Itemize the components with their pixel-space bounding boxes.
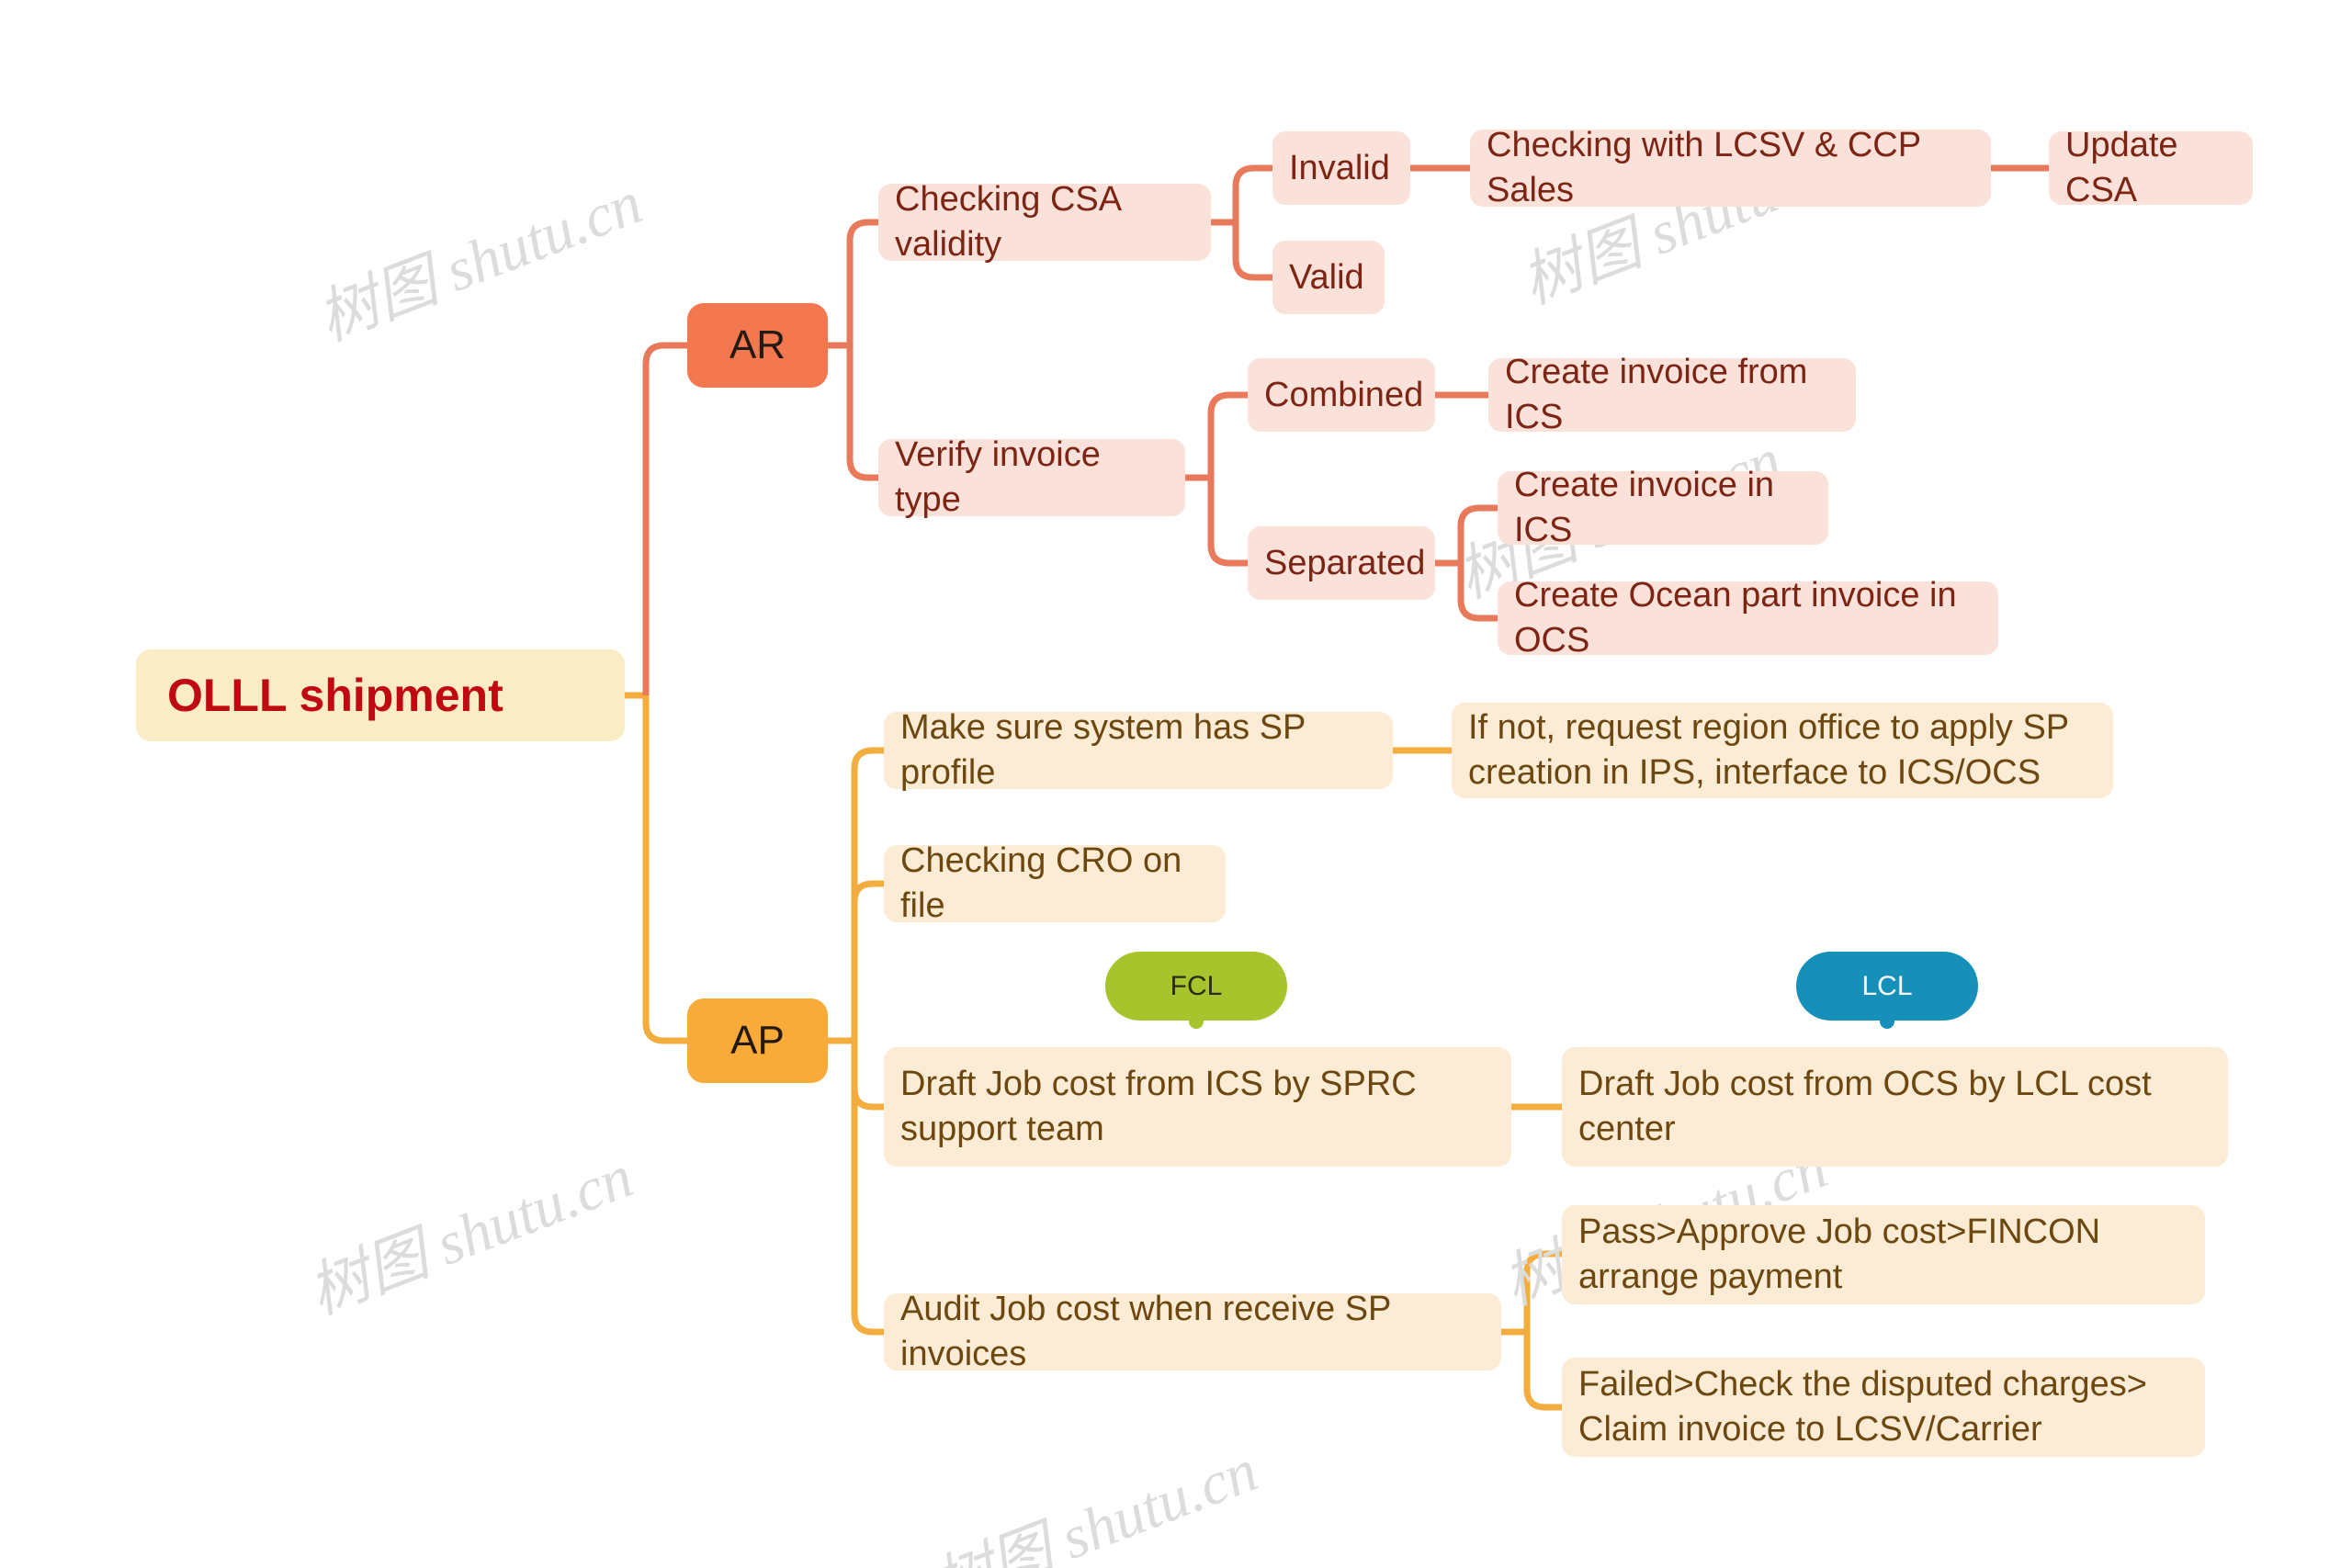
node-branch-ap[interactable]: AP <box>687 998 828 1083</box>
badge-tail-icon <box>1189 1016 1204 1029</box>
node-draft-job-cost-ocs-lcl[interactable]: Draft Job cost from OCS by LCL cost cent… <box>1562 1047 2228 1167</box>
node-root[interactable]: OLLL shipment <box>136 649 625 741</box>
node-label: Create invoice in ICS <box>1514 466 1775 549</box>
node-checking-cro-on-file[interactable]: Checking CRO on file <box>884 841 1226 925</box>
node-label: Verify invoice type <box>895 435 1101 519</box>
node-label: Separated <box>1264 543 1426 582</box>
node-branch-ap-label: AP <box>730 1017 785 1063</box>
badge-lcl-label: LCL <box>1861 970 1913 1001</box>
node-root-label: OLLL shipment <box>167 670 503 721</box>
node-label: Make sure system has SP profile <box>900 708 1306 792</box>
node-create-invoice-in-ics[interactable]: Create invoice in ICS <box>1498 466 1828 549</box>
node-invalid[interactable]: Invalid <box>1272 131 1410 205</box>
node-label: Failed>Check the disputed charges> Claim… <box>1578 1365 2147 1449</box>
node-label: Draft Job cost from ICS by SPRC support … <box>900 1065 1417 1148</box>
badge-fcl-label: FCL <box>1170 970 1223 1001</box>
node-label: If not, request region office to apply S… <box>1468 708 2069 792</box>
node-valid[interactable]: Valid <box>1272 241 1385 314</box>
node-separated[interactable]: Separated <box>1248 526 1435 600</box>
node-label: Checking with LCSV & CCP Sales <box>1487 126 1921 209</box>
node-combined[interactable]: Combined <box>1248 358 1435 432</box>
node-pass-approve-job-cost[interactable]: Pass>Approve Job cost>FINCON arrange pay… <box>1562 1205 2205 1304</box>
node-branch-ar-label: AR <box>729 321 786 367</box>
node-audit-job-cost-when-receive-sp-invoices[interactable]: Audit Job cost when receive SP invoices <box>884 1290 1501 1373</box>
node-label: Invalid <box>1289 148 1390 187</box>
node-draft-job-cost-ics-sprc[interactable]: Draft Job cost from ICS by SPRC support … <box>884 1047 1511 1167</box>
node-label: Draft Job cost from OCS by LCL cost cent… <box>1578 1065 2152 1148</box>
node-label: Create invoice from ICS <box>1505 353 1808 436</box>
node-create-ocean-part-invoice-in-ocs[interactable]: Create Ocean part invoice in OCS <box>1498 576 1998 660</box>
node-label: Pass>Approve Job cost>FINCON arrange pay… <box>1578 1213 2101 1296</box>
node-create-invoice-from-ics[interactable]: Create invoice from ICS <box>1488 353 1856 436</box>
node-label: Valid <box>1289 257 1364 297</box>
node-if-not-request-region-office[interactable]: If not, request region office to apply S… <box>1452 703 2113 798</box>
badge-fcl[interactable]: FCL <box>1105 952 1287 1029</box>
node-label: Create Ocean part invoice in OCS <box>1514 576 1957 660</box>
badge-lcl[interactable]: LCL <box>1796 952 1978 1029</box>
node-failed-check-disputed-charges[interactable]: Failed>Check the disputed charges> Claim… <box>1562 1358 2205 1457</box>
node-verify-invoice-type[interactable]: Verify invoice type <box>878 435 1185 519</box>
node-label: Checking CSA validity <box>895 180 1121 264</box>
node-label: Update CSA <box>2065 126 2178 209</box>
node-label: Audit Job cost when receive SP invoices <box>900 1290 1391 1373</box>
badge-tail-icon <box>1880 1016 1894 1029</box>
node-branch-ar[interactable]: AR <box>687 303 828 388</box>
node-make-sure-system-has-sp-profile[interactable]: Make sure system has SP profile <box>884 708 1393 792</box>
node-checking-with-lcsv-ccp-sales[interactable]: Checking with LCSV & CCP Sales <box>1470 126 1991 209</box>
node-label: Checking CRO on file <box>900 841 1182 925</box>
node-checking-csa-validity[interactable]: Checking CSA validity <box>878 180 1211 264</box>
node-update-csa[interactable]: Update CSA <box>2049 126 2253 209</box>
node-label: Combined <box>1264 375 1424 414</box>
